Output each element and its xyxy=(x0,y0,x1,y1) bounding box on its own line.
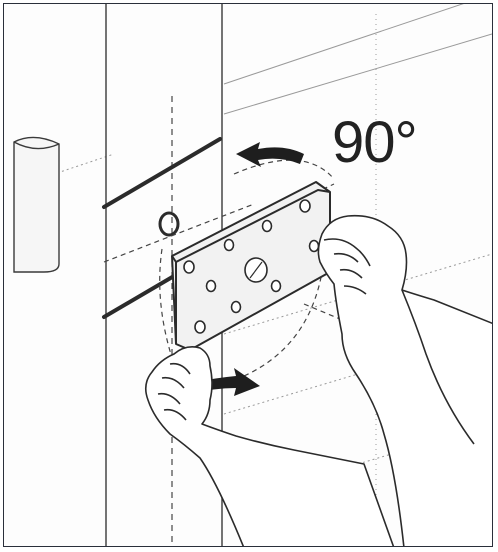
left-hand xyxy=(144,346,395,546)
right-hand xyxy=(317,214,492,546)
angle-label: 90° xyxy=(332,110,418,175)
guide-rails xyxy=(102,137,222,319)
mounting-plate xyxy=(171,181,331,351)
screw-ring xyxy=(158,211,180,237)
rotate-arrow-top xyxy=(236,142,304,167)
illustration-frame: 90° xyxy=(3,3,493,547)
mounting-illustration xyxy=(13,4,492,546)
cylinder xyxy=(13,136,60,273)
